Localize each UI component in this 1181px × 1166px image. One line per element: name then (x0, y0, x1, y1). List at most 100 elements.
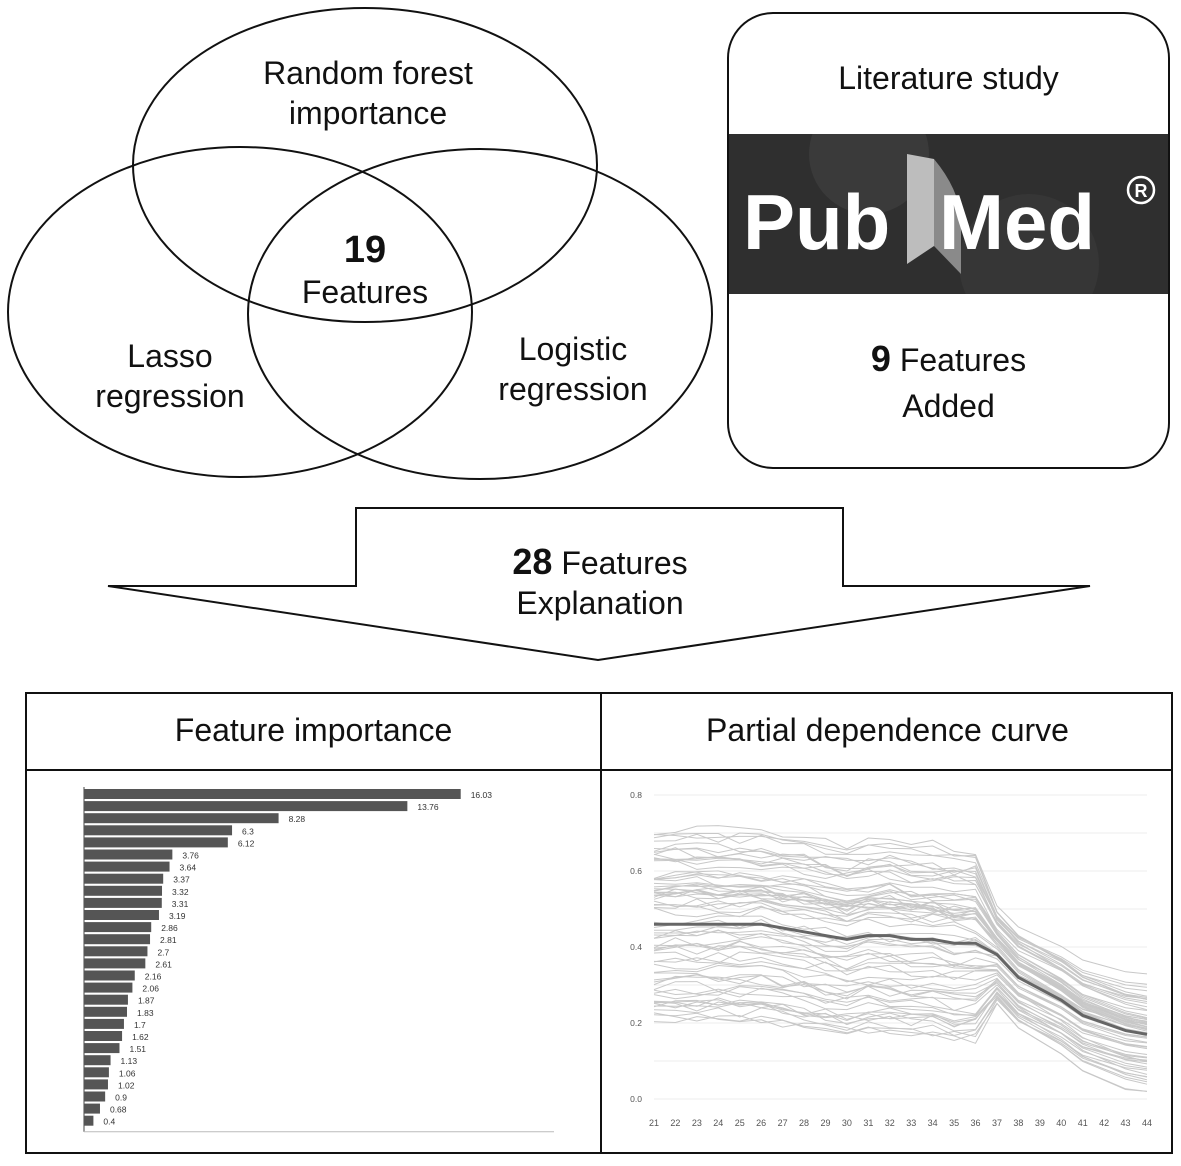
pdp-individual-curve (653, 951, 1148, 1050)
literature-title: Literature study (838, 60, 1059, 96)
pdp-x-tick-label: 37 (992, 1118, 1002, 1128)
literature-study-box: Literature study Pub Med R 9 Features Ad… (727, 12, 1170, 469)
bar-value-label: 6.3 (242, 826, 254, 836)
pdp-individual-curve (653, 859, 1148, 1004)
bar (84, 970, 135, 981)
pdp-x-tick-label: 21 (649, 1118, 659, 1128)
arrow-label: 28 Features Explanation (440, 542, 760, 623)
pdp-individual-curve (653, 842, 1148, 1011)
pdp-individual-curve (653, 992, 1148, 1070)
bar (84, 1006, 128, 1017)
feature-importance-chart: 16.0313.768.286.36.123.763.643.373.323.3… (83, 787, 554, 1133)
pdp-x-tick-label: 44 (1142, 1118, 1152, 1128)
bar-value-label: 2.06 (142, 984, 159, 994)
bar (84, 946, 148, 957)
bar-value-label: 3.64 (180, 863, 197, 873)
venn-circle-logistic (247, 148, 713, 480)
bar (84, 801, 408, 812)
bar (84, 1031, 123, 1041)
pdp-x-tick-label: 39 (1035, 1118, 1045, 1128)
bar-value-label: 1.7 (134, 1020, 146, 1030)
pdp-individual-curve (653, 833, 1148, 997)
bar (84, 958, 146, 969)
bar-value-label: 6.12 (238, 838, 255, 848)
venn-label-lasso: Lasso regression (60, 336, 280, 416)
venn-center-count: 19 (343, 229, 387, 271)
pdp-individual-curve (653, 974, 1148, 1048)
bar (84, 789, 461, 799)
panel-header-divider (27, 769, 1171, 771)
bar (84, 897, 162, 908)
bar-value-label: 3.32 (172, 887, 189, 897)
pdp-x-tick-label: 42 (1099, 1118, 1109, 1128)
pdp-individual-curve (653, 825, 1148, 975)
bar-value-label: 13.76 (417, 802, 439, 812)
bar (84, 1103, 100, 1114)
venn-circle-lasso (7, 146, 473, 478)
pdp-x-tick-label: 34 (928, 1118, 938, 1128)
pubmed-logo-graphic: Pub Med R (743, 94, 1156, 334)
registered-icon-letter: R (1135, 181, 1148, 201)
venn-label-left-line1: Lasso (127, 338, 213, 374)
bar (84, 1055, 111, 1066)
pdp-individual-curve (653, 996, 1148, 1083)
pdp-individual-curve (653, 888, 1148, 1029)
arrow-count: 28 (512, 541, 553, 582)
pdp-x-tick-label: 38 (1013, 1118, 1023, 1128)
pdp-individual-curve (653, 856, 1148, 1008)
pdp-individual-curve (654, 856, 1148, 992)
pdp-individual-curve (653, 915, 1148, 1034)
pdp-x-tick-label: 32 (885, 1118, 895, 1128)
bar-value-label: 2.61 (155, 959, 172, 969)
pdp-x-tick-label: 36 (971, 1118, 981, 1128)
pdp-individual-curve (653, 892, 1148, 1032)
bar (84, 922, 152, 933)
down-arrow (107, 507, 1091, 662)
bar (84, 910, 159, 920)
feature-importance-title: Feature importance (174, 712, 453, 748)
bar-value-label: 2.16 (145, 972, 162, 982)
bar (84, 1091, 106, 1102)
pdp-individual-curve (653, 872, 1148, 1023)
bar (84, 861, 170, 872)
pdp-individual-curve (653, 998, 1148, 1071)
pdp-x-tick-label: 43 (1121, 1118, 1131, 1128)
pdp-x-tick-label: 40 (1056, 1118, 1066, 1128)
bar-value-label: 0.9 (115, 1093, 127, 1103)
bar (84, 1079, 108, 1090)
bar (84, 873, 164, 884)
pdp-individual-curve (653, 964, 1148, 1062)
bar-value-label: 8.28 (289, 814, 306, 824)
pdp-individual-curve (653, 991, 1148, 1063)
pdp-individual-curve (653, 847, 1148, 985)
venn-diagram (7, 7, 713, 480)
pdp-individual-curve (653, 888, 1148, 1028)
venn-label-right-line2: regression (498, 371, 648, 407)
bar (84, 813, 279, 824)
bar-value-label: 0.68 (110, 1105, 127, 1115)
bar-value-label: 3.31 (172, 899, 189, 909)
venn-label-left-line2: regression (95, 378, 245, 414)
bar-value-label: 1.51 (129, 1044, 146, 1054)
bar-value-label: 3.19 (169, 911, 186, 921)
pdp-x-tick-label: 23 (692, 1118, 702, 1128)
bar (84, 825, 233, 836)
venn-label-random-forest: Random forest importance (218, 53, 518, 133)
pdp-individual-curve (653, 945, 1148, 1063)
pdp-individual-curve (653, 988, 1148, 1081)
bar (84, 994, 128, 1005)
pdp-individual-curve (653, 936, 1148, 1043)
pdp-x-tick-label: 26 (756, 1118, 766, 1128)
venn-center-text: Features (301, 274, 429, 310)
bar-value-label: 3.76 (182, 851, 199, 861)
pdp-x-tick-label: 24 (713, 1118, 723, 1128)
pdp-y-tick-label: 0.2 (630, 1018, 642, 1028)
literature-added-line1: 9 Features (729, 339, 1168, 380)
pdp-individual-curve (653, 987, 1148, 1059)
book-icon (907, 154, 934, 264)
pdp-x-tick-label: 33 (906, 1118, 916, 1128)
pubmed-logo: Pub Med R (729, 94, 1168, 334)
venn-label-logistic: Logistic regression (463, 329, 683, 409)
bar (84, 1115, 94, 1126)
